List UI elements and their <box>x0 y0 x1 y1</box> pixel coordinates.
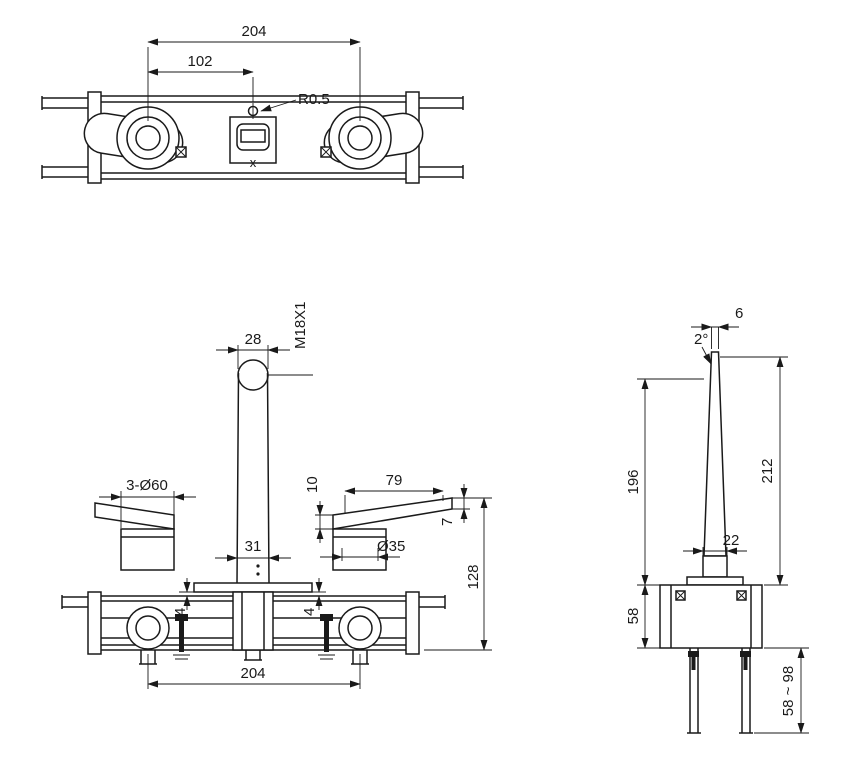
dim-spout-top-width: 28 <box>245 331 262 348</box>
side-view: 6 2° 212 196 58 22 58 ~ 98 <box>625 305 809 734</box>
dim-radius-r05: R0.5 <box>298 91 330 108</box>
dim-overall-height: 212 <box>759 458 776 483</box>
bracket-end-plate-right <box>405 591 420 655</box>
right-valve-body <box>338 606 382 665</box>
dim-thread: M18X1 <box>292 301 309 349</box>
center-mark-label: x <box>250 155 257 170</box>
left-lever <box>94 502 175 530</box>
dim-spout-base-width: 31 <box>245 538 262 555</box>
dim-lever-length: 79 <box>386 472 403 489</box>
dim-body-height: 58 <box>625 608 642 625</box>
mounting-box <box>659 584 763 649</box>
extension-lines <box>147 47 361 121</box>
side-pipes <box>61 595 446 609</box>
set-screw-dot <box>256 564 260 568</box>
dim-lever-thickness: 10 <box>304 476 321 493</box>
dim-base-width: 22 <box>723 532 740 549</box>
dim-front-width-204: 204 <box>240 665 265 682</box>
top-view-object: x <box>41 91 464 184</box>
dim-gap-left: 4 <box>172 608 189 616</box>
front-view-dimensions: 28 M18X1 3-Ø60 79 10 Ø35 <box>99 301 492 689</box>
dim-spout-height: 196 <box>625 469 642 494</box>
left-handle-base <box>120 528 175 571</box>
dim-trim-diameter: Ø35 <box>377 538 405 555</box>
top-view-dimensions: 204 102 R0.5 <box>147 23 361 121</box>
spout-base-cylinder <box>702 555 728 578</box>
pipes-left <box>41 96 88 179</box>
left-valve-body <box>116 106 180 170</box>
side-view-object <box>659 351 763 734</box>
screw-symbol-left <box>175 146 187 158</box>
spout-profile <box>703 351 727 557</box>
dim-top-width-204: 204 <box>241 23 266 40</box>
mounting-bolt-right <box>740 651 751 670</box>
screw-symbol-left <box>675 590 686 601</box>
mounting-bolt-right <box>318 614 335 660</box>
center-valve-body <box>232 591 274 651</box>
dim-height-128: 128 <box>465 564 482 589</box>
dim-lever-rise: 7 <box>439 518 456 526</box>
front-view-object <box>61 359 453 665</box>
side-view-dimensions: 6 2° 212 196 58 22 58 ~ 98 <box>625 305 809 734</box>
spout-column <box>236 372 270 584</box>
mounting-bolt-left <box>688 651 699 670</box>
deck-plate <box>193 582 313 593</box>
dim-taper-angle: 2° <box>694 331 708 348</box>
set-screw-dot <box>256 572 260 576</box>
mounting-bolt-left <box>173 614 190 660</box>
dim-tip-width: 6 <box>735 305 743 322</box>
pipes-right <box>419 96 464 179</box>
screw-symbol-right <box>320 146 332 158</box>
top-view: x 204 102 R0.5 <box>41 23 464 184</box>
right-lever <box>332 497 453 530</box>
center-spout-mount <box>229 103 277 164</box>
dim-gap-right: 4 <box>301 608 318 616</box>
wall-legs <box>687 648 753 734</box>
bracket-end-plate-left <box>87 591 102 655</box>
dim-escutcheon: 3-Ø60 <box>126 477 168 494</box>
dim-top-half-102: 102 <box>187 53 212 70</box>
deck-plate <box>686 576 744 586</box>
screw-symbol-right <box>736 590 747 601</box>
spout-outlet <box>237 359 269 391</box>
front-view: 28 M18X1 3-Ø60 79 10 Ø35 <box>61 301 492 689</box>
left-valve-body <box>126 606 170 665</box>
bracket-rails <box>101 95 406 180</box>
dim-depth-range: 58 ~ 98 <box>780 666 797 716</box>
